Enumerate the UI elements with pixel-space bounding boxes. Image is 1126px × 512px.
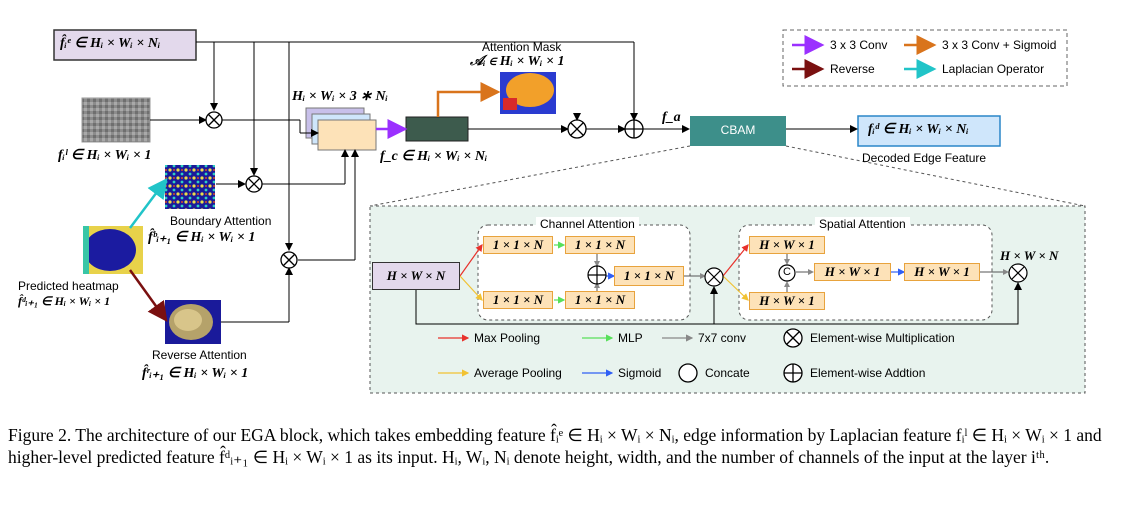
fa-label: f_a (662, 110, 681, 125)
spatial-avgpool-box: H × W × 1 (749, 292, 825, 310)
legend-multiply-icon (783, 328, 803, 348)
channel-multiply-op (704, 267, 724, 287)
legend-concat-icon (678, 363, 698, 383)
channel-weights-box: 1 × 1 × N (614, 266, 684, 286)
legend-multiplication: Element-wise Multiplication (810, 331, 955, 345)
concat-op (778, 264, 796, 282)
decoded-feature-title: Decoded Edge Feature (862, 151, 987, 165)
attention-mask-image (500, 72, 556, 114)
legend-conv: 3 x 3 Conv (830, 38, 888, 52)
attention-mask-title: Attention Mask (482, 40, 562, 54)
legend-conv7: 7x7 conv (698, 331, 747, 345)
cbam-label: CBAM (720, 123, 756, 137)
cbam-output-label: H × W × N (1000, 248, 1059, 263)
multiply-op-boundary (245, 175, 263, 193)
legend-addition: Element-wise Addtion (810, 366, 926, 380)
spatial-multiply-op (1008, 263, 1028, 283)
channel-avgpool-box: 1 × 1 × N (483, 291, 553, 309)
channel-maxpool-mlp-box: 1 × 1 × N (565, 236, 635, 254)
boundary-attention-title: Boundary Attention (170, 214, 272, 228)
legend-add-icon (783, 363, 803, 383)
multiply-op-mask (567, 119, 587, 139)
legend-sigmoid: Sigmoid (618, 366, 662, 380)
embedding-feature-box (53, 29, 197, 61)
top-legend (782, 29, 1068, 87)
predicted-heatmap-image (83, 226, 143, 274)
channel-avgpool-mlp-box: 1 × 1 × N (565, 291, 635, 309)
laplacian-feature-label: fᵢˡ ∈ Hᵢ × Wᵢ × 1 (58, 148, 152, 163)
channel-maxpool-box: 1 × 1 × N (483, 236, 553, 254)
legend-mlp: MLP (618, 331, 643, 345)
multiply-op-laplacian (205, 111, 223, 129)
predicted-heatmap-formula: f̂ᵈᵢ₊₁ ∈ Hᵢ × Wᵢ × 1 (18, 294, 111, 308)
legend-avg-pooling: Average Pooling (474, 366, 562, 380)
concat-size-label: Hᵢ × Wᵢ × 3 ∗ Nᵢ (292, 89, 388, 104)
multiply-op-reverse (280, 251, 298, 269)
boundary-attention-image (165, 165, 215, 209)
fc-feature-box (405, 116, 469, 142)
concat-feature-stack (317, 119, 377, 151)
add-op (624, 119, 644, 139)
legend-reverse: Reverse (830, 62, 875, 76)
concat-symbol: C (783, 266, 791, 278)
spatial-attention-title: Spatial Attention (815, 217, 910, 231)
fc-label: f_c ∈ Hᵢ × Wᵢ × Nᵢ (380, 149, 488, 164)
legend-max-pooling: Max Pooling (474, 331, 541, 345)
legend-conv-sigmoid: 3 x 3 Conv + Sigmoid (942, 38, 1057, 52)
spatial-conv-box: H × W × 1 (814, 263, 891, 281)
architecture-diagram (53, 29, 1086, 394)
channel-attention-title: Channel Attention (536, 217, 639, 231)
reverse-attention-title: Reverse Attention (152, 348, 247, 362)
spatial-weights-box: H × W × 1 (904, 263, 980, 281)
predicted-heatmap-title: Predicted heatmap (18, 279, 119, 293)
channel-add-op (587, 265, 607, 285)
legend-concate: Concate (705, 366, 750, 380)
reverse-attention-formula: f̂ʳᵢ₊₁ ∈ Hᵢ × Wᵢ × 1 (142, 366, 249, 381)
decoded-feature-formula: fᵢᵈ ∈ Hᵢ × Wᵢ × Nᵢ (868, 122, 969, 137)
figure-caption: Figure 2. The architecture of our EGA bl… (8, 425, 1102, 467)
embedding-feature-label: f̂ᵢᵉ ∈ Hᵢ × Wᵢ × Nᵢ (60, 36, 161, 51)
boundary-attention-formula: f̂ᵇᵢ₊₁ ∈ Hᵢ × Wᵢ × 1 (148, 230, 256, 245)
decoded-feature-box (857, 115, 1001, 147)
cbam-box (690, 116, 786, 146)
attention-mask-formula: 𝒜ᵢ ∈ Hᵢ × Wᵢ × 1 (470, 54, 565, 69)
reverse-attention-image (165, 300, 221, 344)
laplacian-image (81, 97, 151, 143)
cbam-input-box: H × W × N (372, 262, 460, 290)
spatial-maxpool-box: H × W × 1 (749, 236, 825, 254)
legend-laplacian: Laplacian Operator (942, 62, 1045, 76)
